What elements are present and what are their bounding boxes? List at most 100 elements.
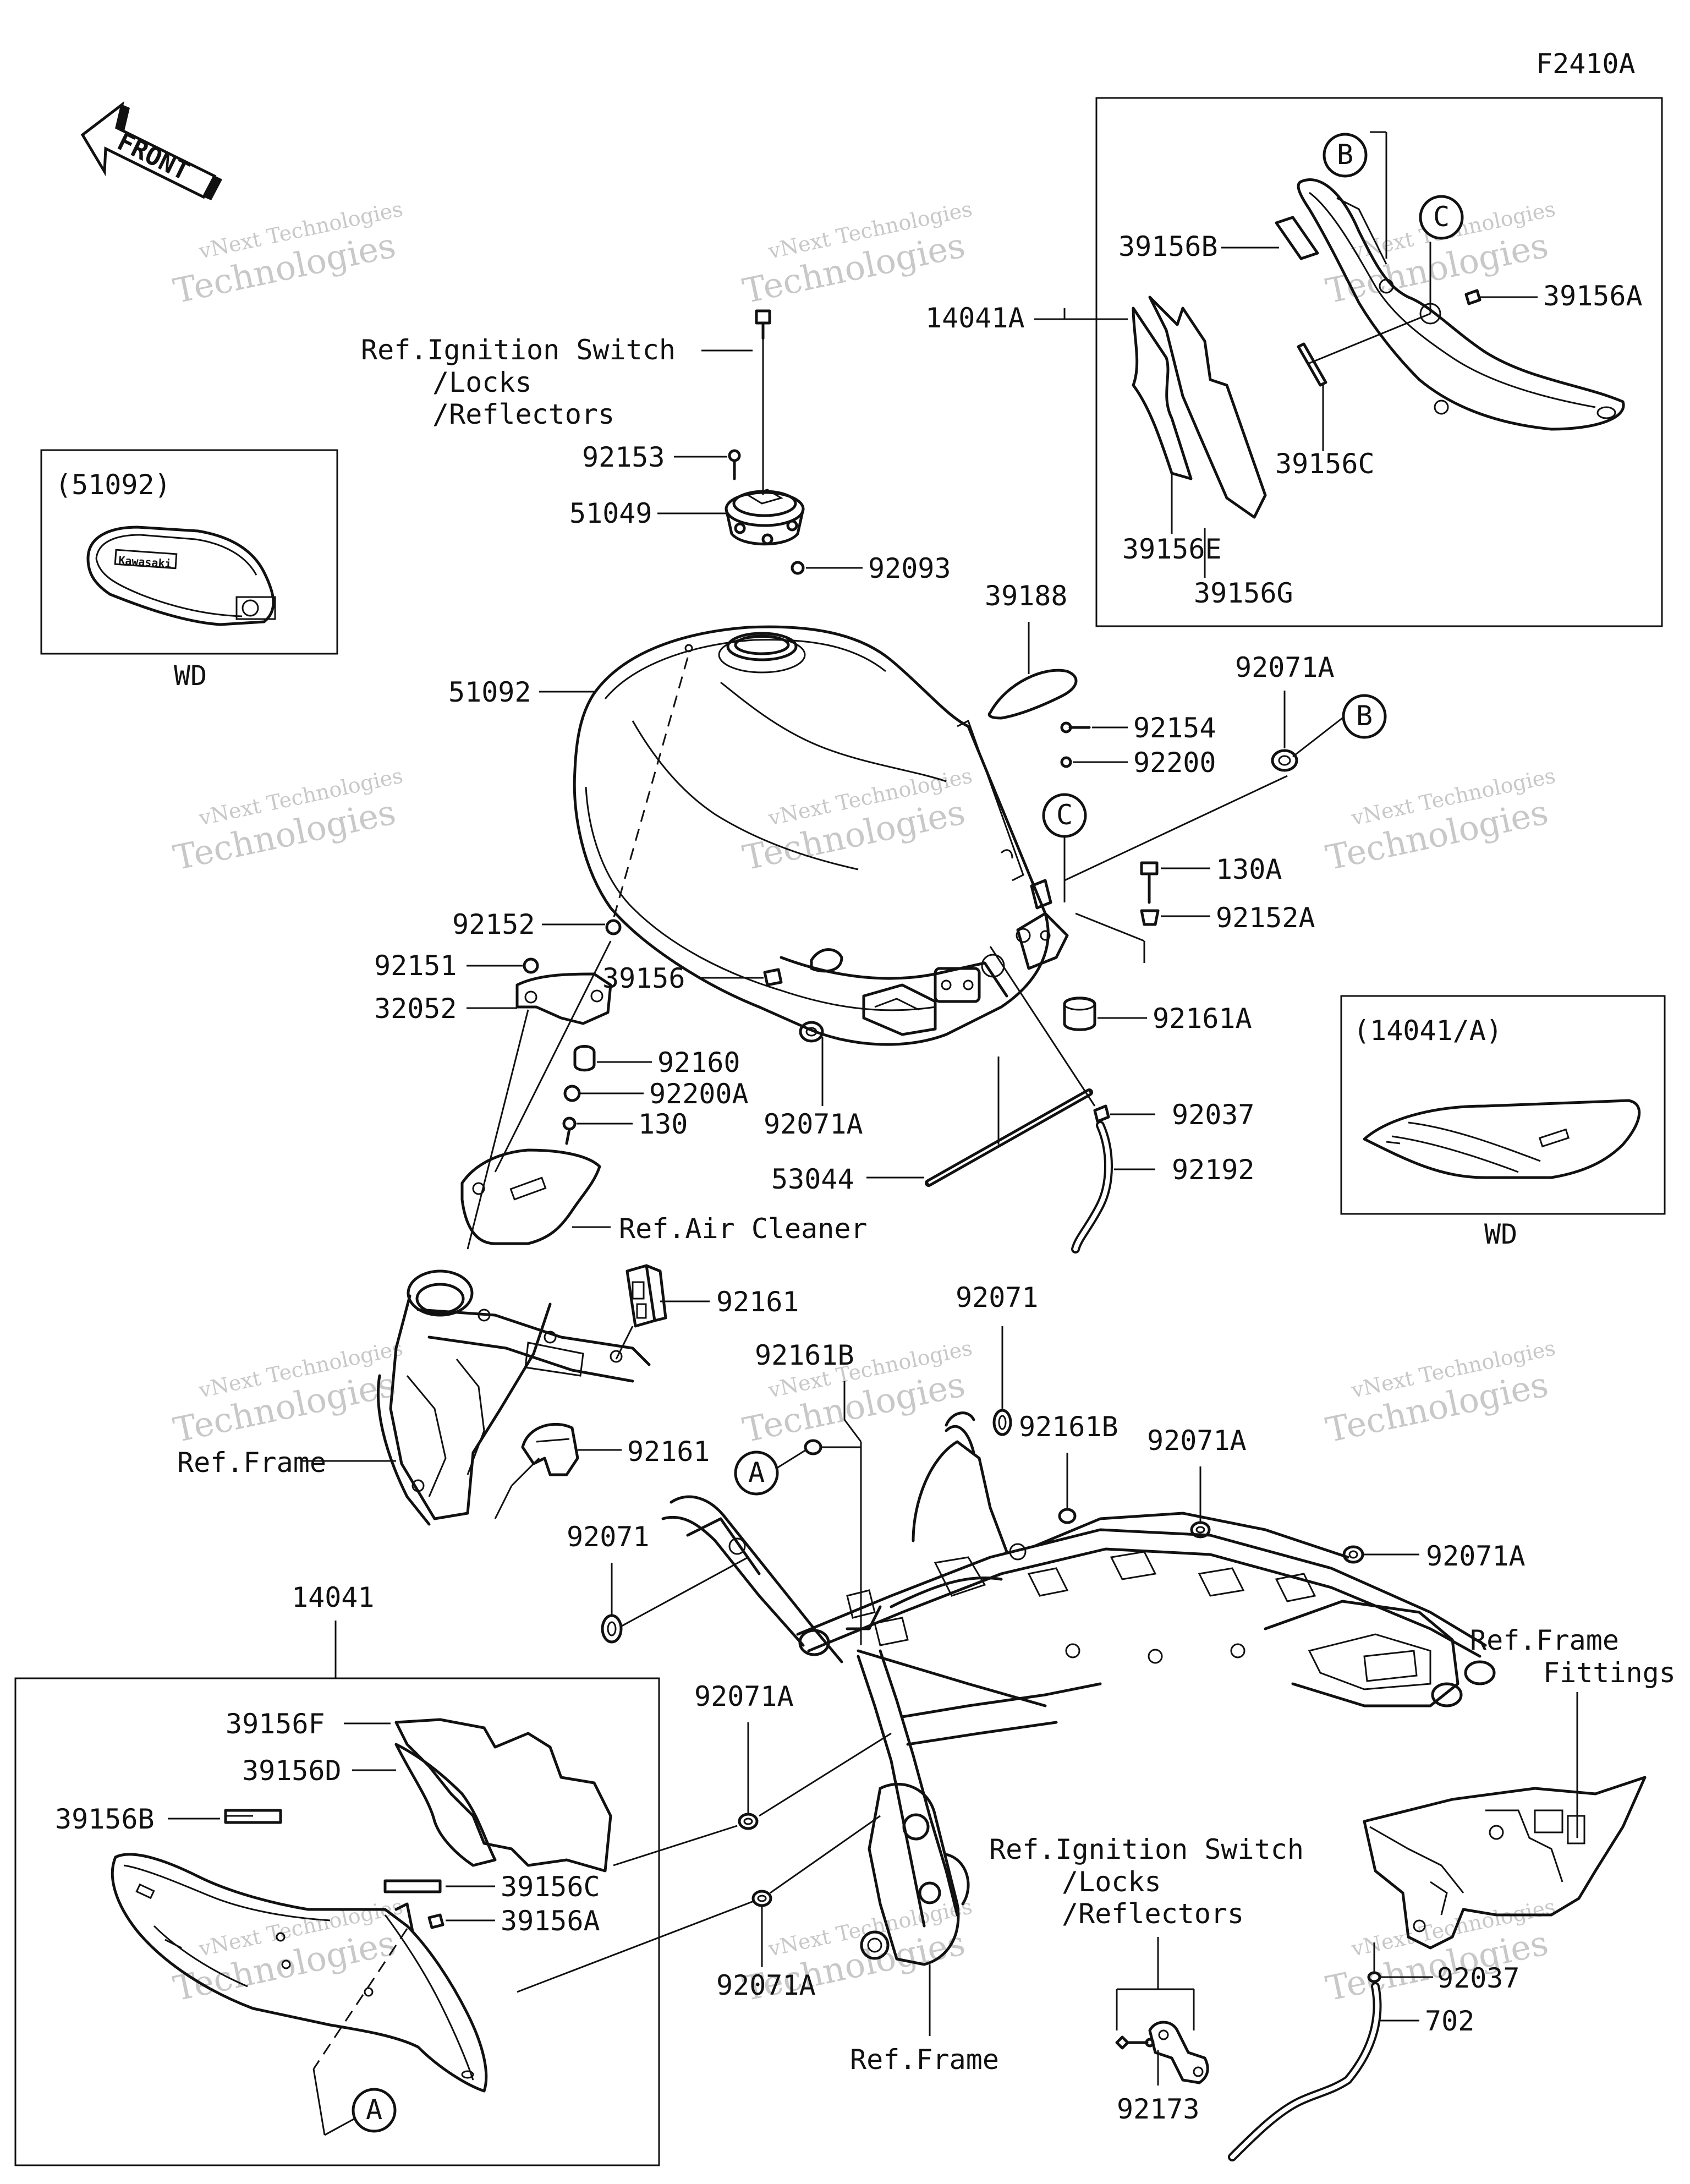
bolt-92153	[728, 449, 741, 480]
hose-702	[1228, 1982, 1382, 2161]
label-92071A-f: 92071A	[716, 1969, 816, 2001]
label-39156A-top: 39156A	[1543, 280, 1643, 312]
label-51049: 51049	[569, 497, 652, 529]
cover-variant-note: WD	[1484, 1218, 1517, 1250]
fuel-tank-51092	[573, 625, 1069, 1046]
cover-variant-label: (14041/A)	[1353, 1015, 1502, 1047]
hose-92192	[1071, 1121, 1113, 1254]
label-39156C-top: 39156C	[1275, 448, 1375, 480]
label-53044: 53044	[771, 1163, 854, 1195]
label-92200A: 92200A	[649, 1078, 749, 1110]
label-92152A: 92152A	[1216, 902, 1315, 934]
label-92161-bot: 92161	[627, 1436, 710, 1468]
label-92154: 92154	[1133, 712, 1216, 744]
tube-53044	[925, 1088, 1093, 1187]
label-32052: 32052	[374, 993, 457, 1025]
label-39156D: 39156D	[242, 1755, 342, 1787]
tank-variant-label: (51092)	[55, 469, 171, 501]
grommet-92071-b	[601, 1614, 623, 1644]
ref-ignition-bot-2: /Locks	[1062, 1866, 1161, 1898]
main-frame	[661, 1411, 1496, 1966]
ref-ignition-top-2: /Locks	[432, 366, 532, 398]
ref-frame-left: Ref.Frame	[177, 1447, 326, 1479]
label-39156B-top: 39156B	[1118, 231, 1218, 262]
cover-detail-inset: B C 39156B 39156A 39156C 39156E 39156G	[1034, 97, 1663, 627]
air-cleaner-ref	[460, 1148, 601, 1245]
pad-39188	[987, 669, 1078, 720]
ref-ignition-top-3: /Reflectors	[432, 398, 614, 430]
bracket-92173	[1115, 2021, 1209, 2084]
label-92071A-top: 92071A	[1235, 652, 1335, 683]
label-92161B-a: 92161B	[755, 1339, 854, 1371]
label-92071A-e: 92071A	[694, 1681, 794, 1712]
label-39156B-bot: 39156B	[55, 1803, 155, 1835]
grommet-92071A-mid	[799, 1021, 824, 1043]
rubber-92160	[573, 1045, 596, 1072]
bracket-32052	[515, 972, 612, 1025]
label-92161-top: 92161	[716, 1286, 799, 1318]
tank-variant-note: WD	[174, 660, 207, 692]
label-92173: 92173	[1117, 2093, 1200, 2125]
cover-variant-inset: (14041/A) WD	[1340, 995, 1666, 1250]
side-cover-inset: A 39156F 39156D 39156B 39156C 39156A	[14, 1677, 660, 2166]
front-label: FRONT	[113, 126, 194, 186]
label-92153: 92153	[582, 441, 665, 473]
grommet-92071A-d	[1342, 1545, 1364, 1564]
clip-92037-top	[1093, 1104, 1110, 1123]
ref-ignition-bot-3: /Reflectors	[1062, 1898, 1244, 1930]
ref-circle-c-top: C	[1433, 201, 1450, 233]
diagram-code: F2410A	[1536, 48, 1636, 80]
ref-frame-bottom: Ref.Frame	[850, 2044, 999, 2076]
label-39156: 39156	[602, 962, 685, 994]
rubber-92161-top	[625, 1264, 667, 1328]
label-92071A-mid: 92071A	[764, 1108, 863, 1140]
bolt-92154	[1060, 721, 1091, 734]
label-92151: 92151	[374, 950, 457, 982]
screw-top	[755, 309, 771, 340]
ref-ignition-bot-1: Ref.Ignition Switch	[989, 1833, 1304, 1865]
screw-92151	[523, 957, 539, 974]
grommet-92071A-c	[1190, 1521, 1211, 1539]
label-92037-top: 92037	[1172, 1099, 1255, 1131]
tank-variant-inset: (51092) Kawasaki WD	[40, 449, 338, 692]
label-702: 702	[1425, 2005, 1474, 2037]
bolt-130A	[1140, 861, 1159, 904]
label-92093: 92093	[868, 552, 951, 584]
grommet-92071A-e	[738, 1813, 759, 1830]
label-92152: 92152	[452, 908, 535, 940]
label-39156F: 39156F	[226, 1708, 325, 1740]
rear-fender-fitting	[1363, 1776, 1647, 1950]
fuel-cap-51049	[725, 489, 805, 546]
label-39156G: 39156G	[1194, 577, 1293, 609]
label-92160: 92160	[657, 1047, 740, 1079]
bolt-130	[562, 1116, 577, 1145]
label-92161B-b: 92161B	[1019, 1411, 1118, 1443]
rubber-92161B-b	[1058, 1508, 1077, 1524]
collar-92152A	[1140, 909, 1160, 926]
label-92071A-c: 92071A	[1147, 1425, 1247, 1457]
label-39156A-bot: 39156A	[501, 1905, 600, 1937]
ref-circle-a-bot: A	[366, 2094, 382, 2126]
ref-air-cleaner: Ref.Air Cleaner	[619, 1213, 868, 1245]
ref-circle-b-top: B	[1337, 139, 1353, 171]
rubber-92161B-a	[804, 1439, 822, 1455]
label-92071-b: 92071	[567, 1521, 650, 1553]
ref-frame-fittings-1: Ref.Frame	[1470, 1624, 1619, 1656]
label-39156C-bot: 39156C	[501, 1871, 600, 1903]
ref-circle-b-mid: B	[1356, 700, 1373, 732]
frame-front-section	[376, 1269, 651, 1526]
ref-circle-a-mid: A	[748, 1457, 765, 1488]
label-39156E: 39156E	[1122, 533, 1222, 565]
label-92037-bot: 92037	[1437, 1962, 1520, 1994]
ref-frame-fittings-2: Fittings	[1543, 1657, 1676, 1689]
grommet-92071A-f	[751, 1890, 772, 1907]
ref-circle-c-mid: C	[1056, 799, 1073, 831]
rubber-92161-bot	[521, 1423, 579, 1476]
label-14041: 14041	[292, 1581, 375, 1613]
label-51092: 51092	[448, 676, 531, 708]
ref-ignition-top-1: Ref.Ignition Switch	[361, 334, 676, 366]
label-39188: 39188	[985, 580, 1068, 612]
front-arrow-icon: FRONT	[80, 101, 222, 200]
label-130: 130	[638, 1108, 688, 1140]
label-92161A: 92161A	[1153, 1003, 1252, 1034]
